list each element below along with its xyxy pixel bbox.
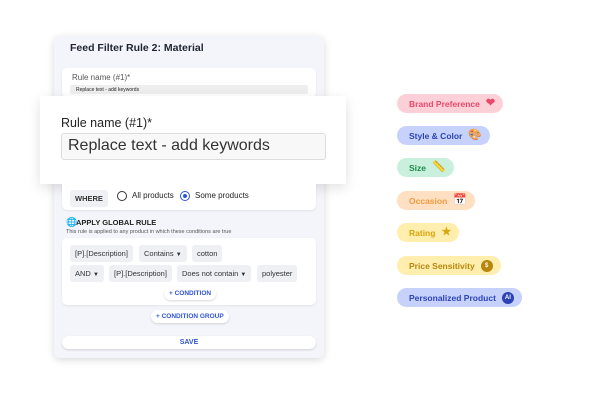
condition-1-operator[interactable]: Contains ▼ bbox=[139, 245, 187, 262]
condition-1-field[interactable]: [P].[Description] bbox=[70, 245, 133, 262]
radio-some-products[interactable] bbox=[180, 191, 190, 201]
tag-label: Personalized Product bbox=[409, 292, 496, 303]
chevron-down-icon: ▼ bbox=[240, 272, 247, 278]
tag-label: Occasion bbox=[409, 195, 448, 206]
tag-rating[interactable]: Rating ★ bbox=[397, 223, 460, 242]
rule-name-label: Rule name (#1)* bbox=[61, 116, 153, 130]
rule-name-label-small: Rule name (#1)* bbox=[72, 73, 131, 82]
calendar-icon: 📅 bbox=[453, 194, 467, 206]
card-title: Feed Filter Rule 2: Material bbox=[70, 42, 204, 54]
radio-all-products-label: All products bbox=[132, 191, 174, 200]
condition-2-field[interactable]: [P].[Description] bbox=[109, 265, 172, 282]
tag-style-color[interactable]: Style & Color 🎨 bbox=[397, 126, 491, 145]
star-icon: ★ bbox=[441, 226, 452, 238]
save-button[interactable]: SAVE bbox=[62, 336, 316, 349]
ruler-icon: 📏 bbox=[432, 161, 446, 173]
condition-1-value[interactable]: cotton bbox=[192, 245, 223, 262]
tag-brand-preference[interactable]: Brand Preference ❤ bbox=[397, 94, 504, 113]
condition-1-operator-label: Contains bbox=[144, 249, 174, 258]
tag-label: Brand Preference bbox=[409, 98, 480, 109]
condition-2-value[interactable]: polyester bbox=[257, 265, 298, 282]
condition-2-join-label: AND bbox=[75, 269, 91, 278]
radio-some-products-label: Some products bbox=[195, 191, 249, 200]
tag-label: Price Sensitivity bbox=[409, 260, 475, 271]
tag-label: Style & Color bbox=[409, 130, 463, 141]
add-condition-button[interactable]: + CONDITION bbox=[164, 287, 217, 300]
tag-occasion[interactable]: Occasion 📅 bbox=[397, 191, 475, 210]
dollar-coin-icon: $ bbox=[480, 259, 493, 272]
rule-name-input[interactable]: Replace text - add keywords bbox=[61, 133, 326, 160]
condition-2-join[interactable]: AND ▼ bbox=[70, 265, 104, 282]
where-label: WHERE bbox=[70, 190, 108, 207]
palette-icon: 🎨 bbox=[468, 129, 483, 141]
global-rule-subtitle: This rule is applied to any product in w… bbox=[66, 229, 232, 235]
chevron-down-icon: ▼ bbox=[92, 272, 99, 278]
tag-size[interactable]: Size 📏 bbox=[397, 158, 454, 177]
global-rule-title: APPLY GLOBAL RULE bbox=[76, 218, 157, 227]
add-condition-group-button[interactable]: + CONDITION GROUP bbox=[151, 310, 229, 323]
ai-chip-icon: AI bbox=[501, 291, 514, 304]
tag-label: Rating bbox=[409, 227, 436, 238]
globe-icon: 🌐 bbox=[66, 217, 78, 227]
rule-name-input-small[interactable]: Replace text - add keywords bbox=[70, 85, 308, 94]
tag-label: Size bbox=[409, 162, 427, 173]
chevron-down-icon: ▼ bbox=[175, 252, 182, 258]
condition-2-operator-label: Does not contain bbox=[182, 269, 239, 278]
tag-personalized-product[interactable]: Personalized Product AI bbox=[397, 288, 522, 307]
heart-icon: ❤ bbox=[485, 97, 496, 109]
radio-all-products[interactable] bbox=[117, 191, 127, 201]
tag-price-sensitivity[interactable]: Price Sensitivity $ bbox=[397, 256, 501, 275]
condition-2-operator[interactable]: Does not contain ▼ bbox=[177, 265, 252, 282]
